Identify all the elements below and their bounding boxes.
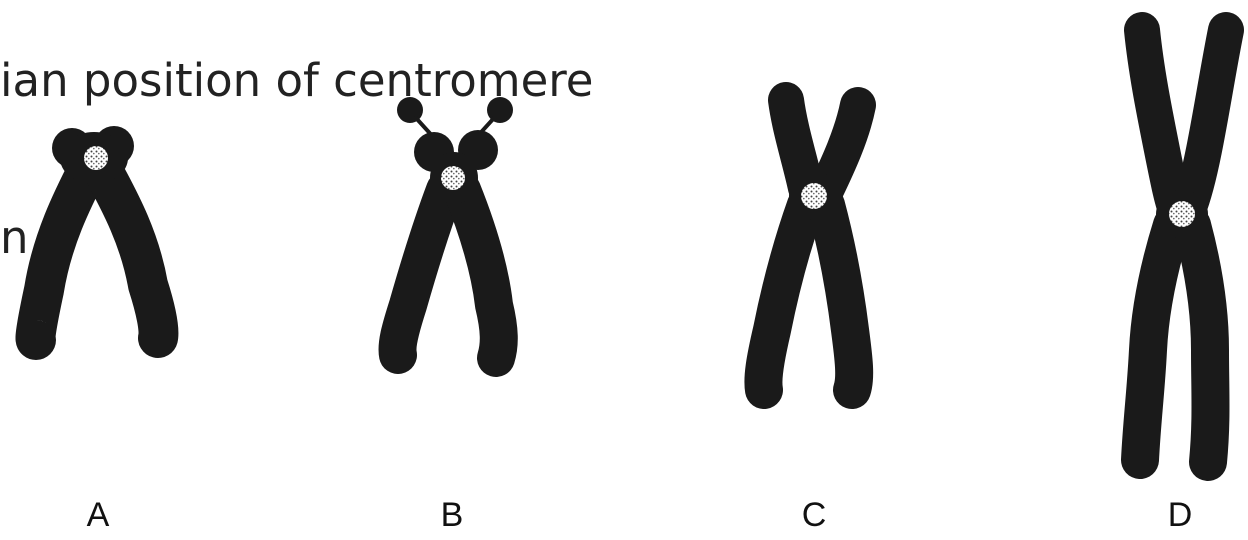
chromosome-d-upper-left-arm [1142, 30, 1176, 210]
chromosome-d-centromere [1169, 201, 1195, 227]
chromosome-d [1140, 30, 1226, 462]
chromosome-a-right-arm [100, 165, 159, 338]
caption-fragment: n [0, 215, 29, 260]
chromosome-a-centromere [84, 146, 108, 170]
chromosome-c-lower-left-arm [763, 205, 806, 390]
chromosome-a [35, 126, 158, 340]
chromosome-b-right-arm [462, 190, 499, 358]
chromosome-c-lower-right-arm [826, 205, 854, 390]
chromosome-d-lower-left-arm [1140, 225, 1172, 460]
chromosome-b-left-arm [397, 190, 445, 355]
chromosome-d-upper-right-arm [1188, 30, 1226, 210]
chromosome-c [763, 100, 858, 390]
chromosome-c-centromere [801, 183, 827, 209]
caption-text: ian position of centromere [0, 58, 593, 103]
chromosome-b [397, 97, 513, 358]
chromosome-a-left-arm [35, 165, 90, 340]
chromosome-d-lower-right-arm [1192, 225, 1211, 462]
chromosome-b-centromere [441, 166, 465, 190]
